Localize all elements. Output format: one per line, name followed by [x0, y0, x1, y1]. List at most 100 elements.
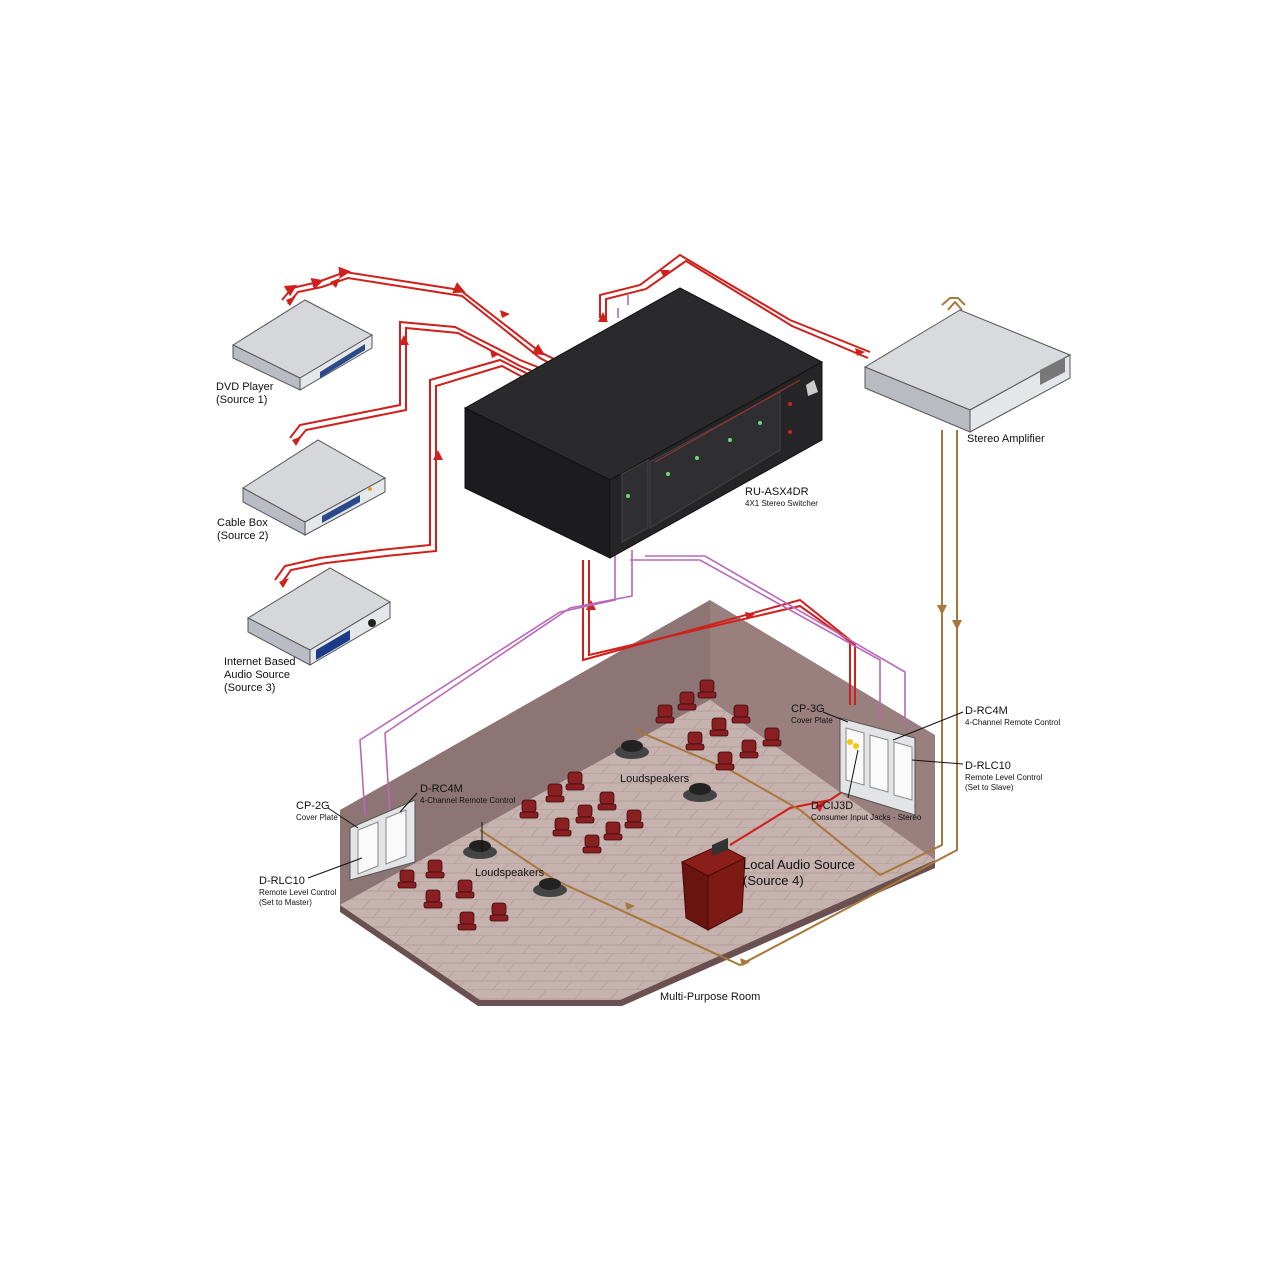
dcij3d-label: D-CIJ3D Consumer Input Jacks - Stereo [811, 800, 921, 823]
control-cables [359, 295, 906, 816]
left-drlc10-label: D-RLC10 Remote Level Control (Set to Mas… [259, 875, 336, 907]
internet-source-name-2: Audio Source [224, 669, 291, 682]
chair [545, 783, 565, 803]
chair [655, 704, 675, 724]
room-back-wall [340, 600, 710, 905]
chair [582, 834, 602, 854]
loudspeaker [683, 783, 717, 802]
cable-box-label: Cable Box (Source 2) [217, 517, 268, 543]
internet-source-name: Internet Based [224, 656, 296, 668]
right-wall-control-cable [630, 559, 881, 720]
chair [603, 821, 623, 841]
cable-box-source: (Source 2) [217, 530, 269, 543]
cable-box-name: Cable Box [217, 517, 268, 529]
amplifier-speaker-cables [479, 297, 966, 967]
dvd-player-source: (Source 1) [216, 394, 268, 407]
amplifier-name: Stereo Amplifier [967, 433, 1045, 445]
right-drlc10-model: D-RLC10 [965, 760, 1011, 772]
chair [423, 889, 443, 909]
dvd-player-name: DVD Player [216, 381, 274, 393]
left-drc4m-desc: 4-Channel Remote Control [420, 796, 516, 806]
chair [685, 731, 705, 751]
chair [762, 727, 782, 747]
chair [597, 791, 617, 811]
loudspeakers-label-1: Loudspeakers [620, 773, 689, 786]
dvd-to-switcher-cable [281, 266, 581, 373]
room-floor [340, 700, 935, 1000]
loudspeaker [463, 840, 497, 859]
right-drc4m-desc: 4-Channel Remote Control [965, 718, 1061, 728]
chair [709, 717, 729, 737]
source-audio-cables [274, 253, 871, 846]
dvd-player-device [231, 299, 374, 391]
cable-to-switcher-cable [289, 320, 566, 439]
local-source-name: Local Audio Source [743, 857, 856, 872]
audio-arrowheads [279, 270, 865, 812]
dcij3d-jack-2 [853, 743, 859, 749]
dvd-player-label: DVD Player (Source 1) [216, 381, 273, 407]
drc4m-plate [869, 734, 889, 793]
loudspeakers-text-2: Loudspeakers [475, 867, 545, 879]
local-source-cable [729, 789, 846, 846]
internet-source-label: Internet Based Audio Source (Source 3) [224, 656, 296, 696]
chair [457, 911, 477, 931]
cable-box-device [242, 439, 387, 536]
chair [519, 799, 539, 819]
local-source-sub: (Source 4) [743, 872, 804, 888]
internet-to-switcher-cable [274, 358, 561, 581]
left-drc4m-model: D-RC4M [420, 783, 463, 795]
chair [624, 809, 644, 829]
right-wall-plates [839, 717, 916, 816]
switcher-model: RU-ASX4DR [745, 486, 809, 498]
right-drc4m-label: D-RC4M 4-Channel Remote Control [965, 705, 1060, 728]
chair [455, 879, 475, 899]
left-drlc10-desc2: (Set to Master) [259, 897, 312, 907]
left-wall-plates [349, 799, 416, 881]
drlc10-plate [893, 741, 913, 801]
loudspeaker [615, 740, 649, 759]
cp2g-desc: Cover Plate [296, 813, 338, 823]
amp-arrowheads [625, 605, 962, 966]
left-wall-control-cable [359, 550, 616, 816]
switcher-to-right-wall-cable [582, 560, 851, 705]
right-drlc10-label: D-RLC10 Remote Level Control (Set to Sla… [965, 760, 1042, 792]
left-drlc10-model: D-RLC10 [259, 875, 305, 887]
local-source-label: Local Audio Source (Source 4) [743, 857, 855, 888]
right-drlc10-desc: Remote Level Control [965, 773, 1043, 783]
chair [677, 691, 697, 711]
dcij3d-model: D-CIJ3D [811, 800, 854, 812]
chair [697, 679, 717, 699]
cp3g-plate-1 [845, 727, 865, 786]
chair [489, 902, 509, 922]
stereo-switcher-device [463, 287, 824, 559]
loudspeakers [463, 740, 717, 897]
chair [739, 739, 759, 759]
chair [425, 859, 445, 879]
switcher-label: RU-ASX4DR 4X1 Stereo Switcher [745, 486, 818, 509]
chair [575, 804, 595, 824]
chair [731, 704, 751, 724]
audience-chairs [397, 679, 782, 931]
drlc10-master-plate [357, 821, 379, 875]
loudspeakers-text-1: Loudspeakers [620, 773, 690, 785]
label-leader-lines [307, 711, 964, 879]
dcij3d-jack-1 [847, 739, 853, 745]
cp3g-desc: Cover Plate [791, 716, 833, 726]
loudspeakers-label-2: Loudspeakers [475, 867, 544, 880]
drc4m-left-plate [385, 809, 407, 865]
right-drc4m-model: D-RC4M [965, 705, 1008, 717]
cp3g-label: CP-3G Cover Plate [791, 703, 833, 726]
chair [565, 771, 585, 791]
room-label: Multi-Purpose Room [660, 991, 760, 1004]
stereo-amplifier-device [863, 309, 1072, 433]
cp3g-model: CP-3G [791, 703, 825, 715]
dcij3d-desc: Consumer Input Jacks - Stereo [811, 813, 922, 823]
cp2g-label: CP-2G Cover Plate [296, 800, 338, 823]
chair [715, 751, 735, 771]
switcher-desc: 4X1 Stereo Switcher [745, 499, 818, 509]
internet-audio-source-device [246, 567, 391, 666]
left-drc4m-label: D-RC4M 4-Channel Remote Control [420, 783, 515, 806]
chair [397, 869, 417, 889]
podium-local-source [680, 838, 747, 931]
